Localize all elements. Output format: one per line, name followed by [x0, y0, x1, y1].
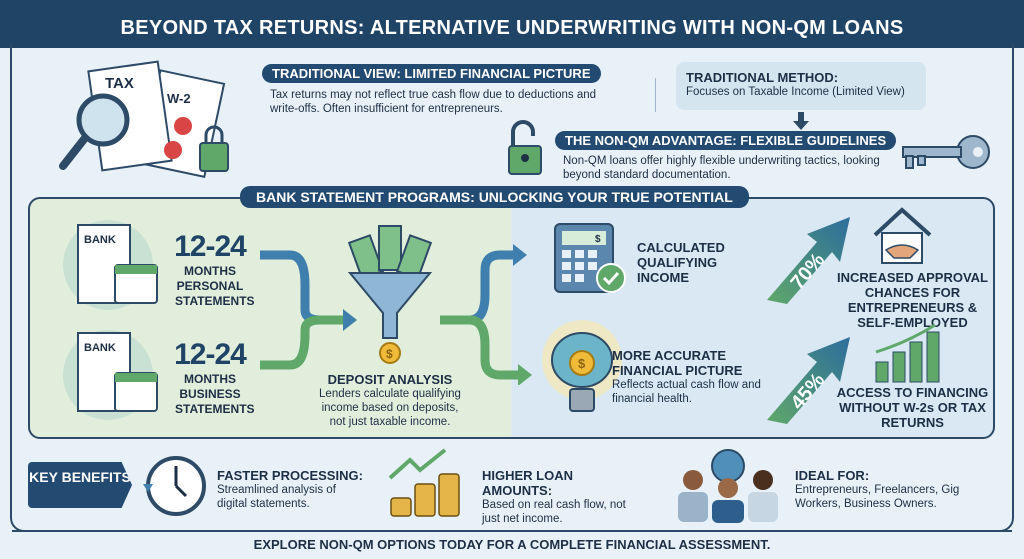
nonqm-heading: THE NON-QM ADVANTAGE: FLEXIBLE GUIDELINE…	[555, 131, 897, 150]
unlocked-padlock-icon	[508, 120, 542, 175]
growth-arrow-45-icon: 45%	[767, 337, 850, 424]
people-globe-icon	[678, 449, 778, 523]
footer-line-left	[12, 530, 232, 532]
calculated-income-heading: CALCULATED QUALIFYING INCOME	[637, 240, 725, 285]
personal-range: 12-24	[174, 230, 247, 263]
business-label: MONTHS BUSINESS STATEMENTS	[175, 372, 255, 416]
deposit-analysis: DEPOSIT ANALYSIS Lenders calculate quali…	[315, 372, 465, 429]
key-icon	[902, 135, 990, 169]
flow-arrows	[260, 244, 532, 385]
clock-icon	[143, 456, 206, 516]
benefit-body: Based on real cash flow, not just net in…	[482, 499, 626, 525]
business-statements: 12-24 MONTHS BUSINESS STATEMENTS	[165, 338, 255, 417]
brain-lightbulb-icon: $	[542, 320, 622, 412]
deposit-body: Lenders calculate qualifying income base…	[319, 388, 461, 428]
house-handshake-icon	[873, 207, 932, 264]
nonqm-body: Non-QM loans offer highly flexible under…	[563, 155, 880, 181]
benefit-heading: HIGHER LOAN AMOUNTS:	[482, 468, 573, 498]
benefit-faster-processing: FASTER PROCESSING: Streamlined analysis …	[217, 468, 367, 511]
traditional-view-body: Tax returns may not reflect true cash fl…	[270, 89, 597, 115]
personal-statements: 12-24 MONTHS PERSONAL STATEMENTS	[165, 230, 255, 309]
bank-section-heading: BANK STATEMENT PROGRAMS: UNLOCKING YOUR …	[240, 186, 749, 208]
svg-text:$: $	[578, 356, 586, 371]
benefit-ideal-for: IDEAL FOR: Entrepreneurs, Freelancers, G…	[795, 468, 975, 511]
bank-doc-label: BANK	[84, 342, 116, 354]
benefit-body: Entrepreneurs, Freelancers, Gig Workers,…	[795, 484, 960, 510]
tax-documents-icon: TAX W-2	[59, 60, 229, 178]
key-benefits-tag: KEY BENEFITS	[28, 462, 132, 508]
personal-label: MONTHS PERSONAL STATEMENTS	[175, 264, 255, 308]
funnel-money-icon: $	[347, 225, 433, 364]
benefit-body: Streamlined analysis of digital statemen…	[217, 484, 336, 510]
tax-label: TAX	[105, 75, 134, 92]
business-range: 12-24	[174, 338, 247, 371]
footer-line-right	[800, 530, 1012, 532]
deposit-heading: DEPOSIT ANALYSIS	[327, 372, 453, 387]
accurate-picture: MORE ACCURATE FINANCIAL PICTURE Reflects…	[612, 348, 782, 406]
traditional-view-heading: TRADITIONAL VIEW: LIMITED FINANCIAL PICT…	[262, 64, 601, 83]
stat-45-label: ACCESS TO FINANCING WITHOUT W-2s OR TAX …	[836, 385, 989, 430]
traditional-method-heading: TRADITIONAL METHOD:	[686, 70, 839, 85]
bank-doc-label: BANK	[84, 234, 116, 246]
benefit-higher-loan: HIGHER LOAN AMOUNTS: Based on real cash …	[482, 468, 642, 526]
bar-chart-icon	[875, 323, 940, 383]
coins-growth-icon	[388, 448, 460, 517]
footer-cta: EXPLORE NON-QM OPTIONS TODAY FOR A COMPL…	[253, 537, 771, 552]
page-title: BEYOND TAX RETURNS: ALTERNATIVE UNDERWRI…	[0, 0, 1024, 48]
calculator-symbol: $	[595, 234, 601, 245]
traditional-method-body: Focuses on Taxable Income (Limited View)	[686, 86, 905, 98]
outer-frame	[10, 44, 1014, 532]
growth-arrow-70-icon: 70%	[767, 217, 850, 304]
svg-text:$: $	[386, 347, 393, 361]
arrow-down-icon	[793, 112, 809, 130]
w2-label: W-2	[167, 91, 191, 106]
calculator-icon: $	[554, 223, 626, 293]
bank-statements-icons: BANK BANK	[63, 220, 158, 420]
traditional-method-box: TRADITIONAL METHOD: Focuses on Taxable I…	[676, 62, 926, 110]
accurate-heading: MORE ACCURATE FINANCIAL PICTURE	[612, 348, 743, 378]
stat-70-label: INCREASED APPROVAL CHANCES FOR ENTREPREN…	[837, 270, 988, 330]
benefit-heading: FASTER PROCESSING:	[217, 468, 363, 483]
accurate-body: Reflects actual cash flow and financial …	[612, 379, 761, 405]
divider	[655, 78, 656, 112]
benefit-heading: IDEAL FOR:	[795, 468, 870, 483]
